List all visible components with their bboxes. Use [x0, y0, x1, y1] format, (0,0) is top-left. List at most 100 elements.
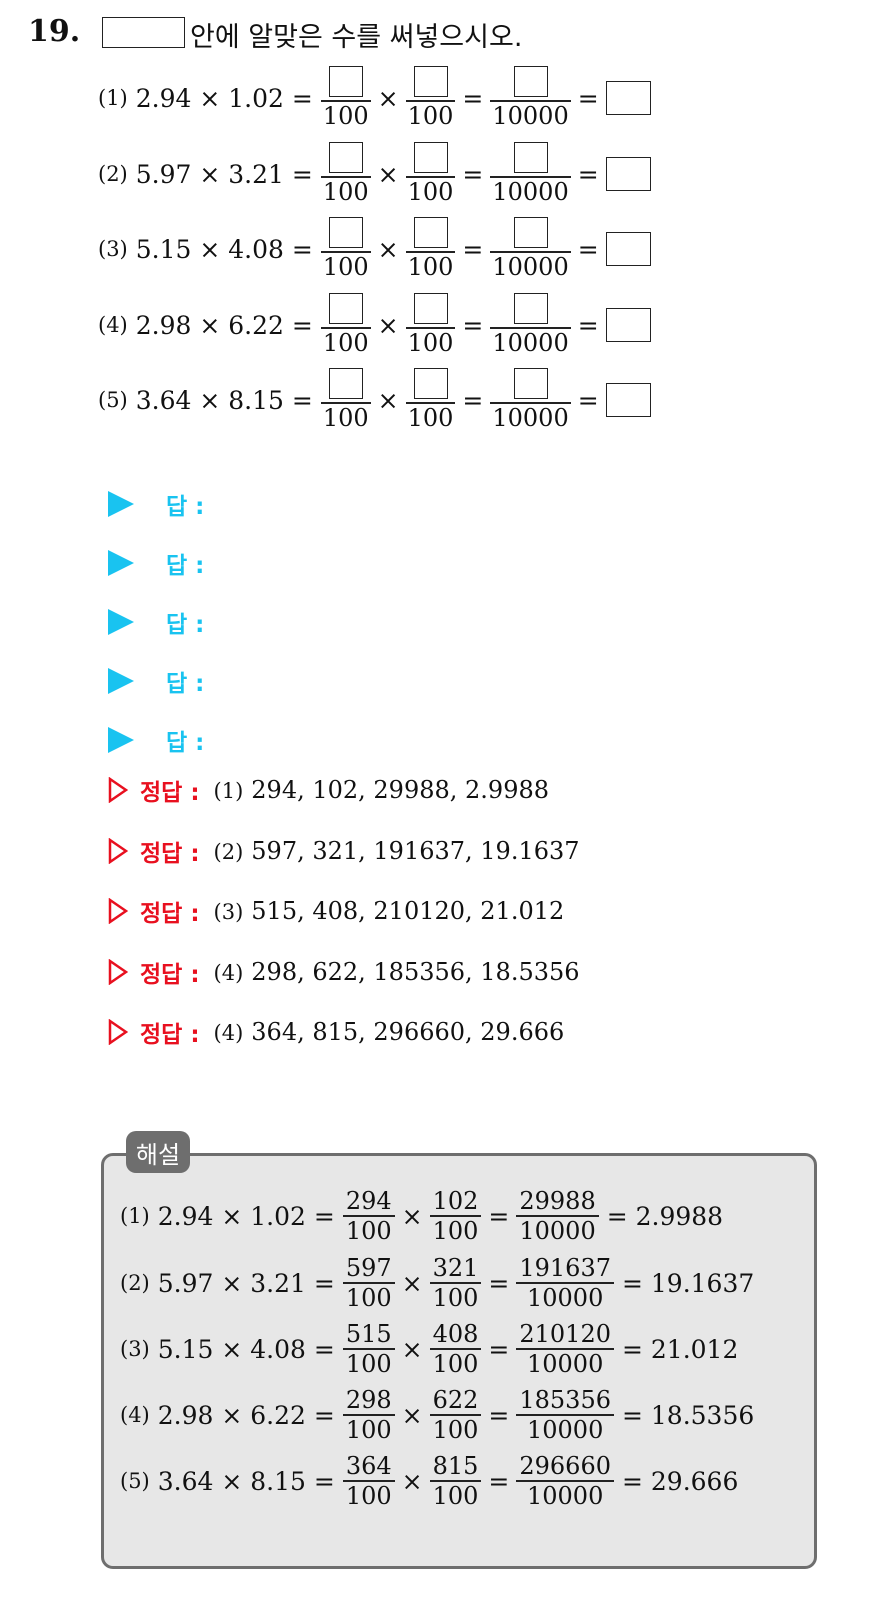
explanation-label: (1)	[120, 1204, 150, 1228]
numerator-input-box[interactable]	[513, 66, 548, 98]
denominator: 100	[322, 177, 369, 206]
play-triangle-icon	[108, 609, 134, 635]
numerator-input-box[interactable]	[513, 142, 548, 174]
numerator-input-box[interactable]	[328, 217, 363, 249]
play-triangle-icon	[108, 668, 134, 694]
problem-label: (2)	[98, 162, 128, 186]
fraction-blank: 100	[405, 293, 456, 357]
explanation-result: = 2.9988	[606, 1201, 724, 1231]
numerator-input-box[interactable]	[328, 66, 363, 98]
denominator: 10000	[526, 1349, 604, 1378]
denominator: 100	[322, 403, 369, 432]
equals-sign: =	[462, 310, 484, 340]
answer-input-box[interactable]	[605, 81, 651, 115]
solution-label: 정답 :	[140, 1022, 200, 1048]
equals-sign: =	[488, 1268, 510, 1298]
equals-sign: =	[577, 385, 599, 415]
problem-row: (2) 5.97 × 3.21 = 100 × 100 = 10000 =	[98, 139, 651, 209]
outline-triangle-icon	[108, 898, 128, 924]
denominator: 100	[432, 1283, 479, 1312]
solution-values: 597, 321, 191637, 19.1637	[251, 837, 580, 865]
numerator: 408	[432, 1320, 479, 1349]
explanation-label: (3)	[120, 1337, 150, 1361]
solution-line: 정답 : (3)515, 408, 210120, 21.012	[108, 891, 564, 931]
problem-expression: 2.94 × 1.02 =	[135, 83, 313, 113]
solution-values: 364, 815, 296660, 29.666	[251, 1018, 565, 1046]
denominator: 100	[432, 1349, 479, 1378]
denominator: 100	[407, 252, 454, 281]
numerator: 515	[345, 1320, 392, 1349]
fraction-blank: 100	[405, 66, 456, 130]
answer-label: 답 :	[166, 494, 205, 520]
explanation-label: (2)	[120, 1271, 150, 1295]
numerator: 185356	[519, 1386, 611, 1415]
explanation-tab: 해설	[126, 1131, 190, 1173]
outline-triangle-icon	[108, 838, 128, 864]
answer-label: 답 :	[166, 553, 205, 579]
numerator-input-box[interactable]	[413, 217, 448, 249]
explanation-expression: 2.94 × 1.02 =	[157, 1201, 335, 1231]
numerator-input-box[interactable]	[413, 142, 448, 174]
denominator: 100	[345, 1349, 392, 1378]
times-sign: ×	[401, 1334, 423, 1364]
problem-expression: 2.98 × 6.22 =	[135, 310, 313, 340]
play-triangle-icon	[108, 491, 134, 517]
problem-label: (1)	[98, 86, 128, 110]
numerator: 622	[432, 1386, 479, 1415]
equals-sign: =	[488, 1334, 510, 1364]
fraction-blank: 100	[320, 368, 371, 432]
numerator-input-box[interactable]	[413, 66, 448, 98]
explanation-expression: 5.97 × 3.21 =	[157, 1268, 335, 1298]
solution-line: 정답 : (4)364, 815, 296660, 29.666	[108, 1012, 564, 1052]
fraction-blank: 10000	[490, 142, 571, 206]
fraction-blank: 100	[405, 368, 456, 432]
explanation-result: = 29.666	[621, 1466, 739, 1496]
numerator-input-box[interactable]	[328, 368, 363, 400]
denominator: 100	[432, 1481, 479, 1510]
denominator: 10000	[492, 252, 569, 281]
solution-part: (4)	[213, 961, 244, 985]
times-sign: ×	[377, 83, 399, 113]
times-sign: ×	[401, 1466, 423, 1496]
answer-input-box[interactable]	[605, 308, 651, 342]
numerator: 294	[345, 1187, 392, 1216]
denominator: 10000	[526, 1415, 604, 1444]
answer-input-box[interactable]	[605, 157, 651, 191]
numerator-input-box[interactable]	[513, 217, 548, 249]
numerator-input-box[interactable]	[413, 368, 448, 400]
numerator-input-box[interactable]	[513, 293, 548, 325]
numerator: 364	[345, 1452, 392, 1481]
explanation-expression: 2.98 × 6.22 =	[157, 1400, 335, 1430]
numerator-input-box[interactable]	[328, 293, 363, 325]
explanation-result: = 19.1637	[621, 1268, 755, 1298]
denominator: 10000	[526, 1481, 604, 1510]
solution-label: 정답 :	[140, 780, 200, 806]
numerator: 298	[345, 1386, 392, 1415]
equals-sign: =	[462, 234, 484, 264]
numerator-input-box[interactable]	[413, 293, 448, 325]
denominator: 100	[432, 1216, 479, 1245]
denominator: 100	[407, 328, 454, 357]
numerator: 815	[432, 1452, 479, 1481]
numerator-input-box[interactable]	[513, 368, 548, 400]
solution-label: 정답 :	[140, 901, 200, 927]
denominator: 10000	[526, 1283, 604, 1312]
explanation-result: = 18.5356	[621, 1400, 755, 1430]
numerator-input-box[interactable]	[328, 142, 363, 174]
answer-input-box[interactable]	[605, 232, 651, 266]
answer-label: 답 :	[166, 671, 205, 697]
solution-part: (2)	[213, 840, 244, 864]
answer-input-box[interactable]	[605, 383, 651, 417]
outline-triangle-icon	[108, 777, 128, 803]
